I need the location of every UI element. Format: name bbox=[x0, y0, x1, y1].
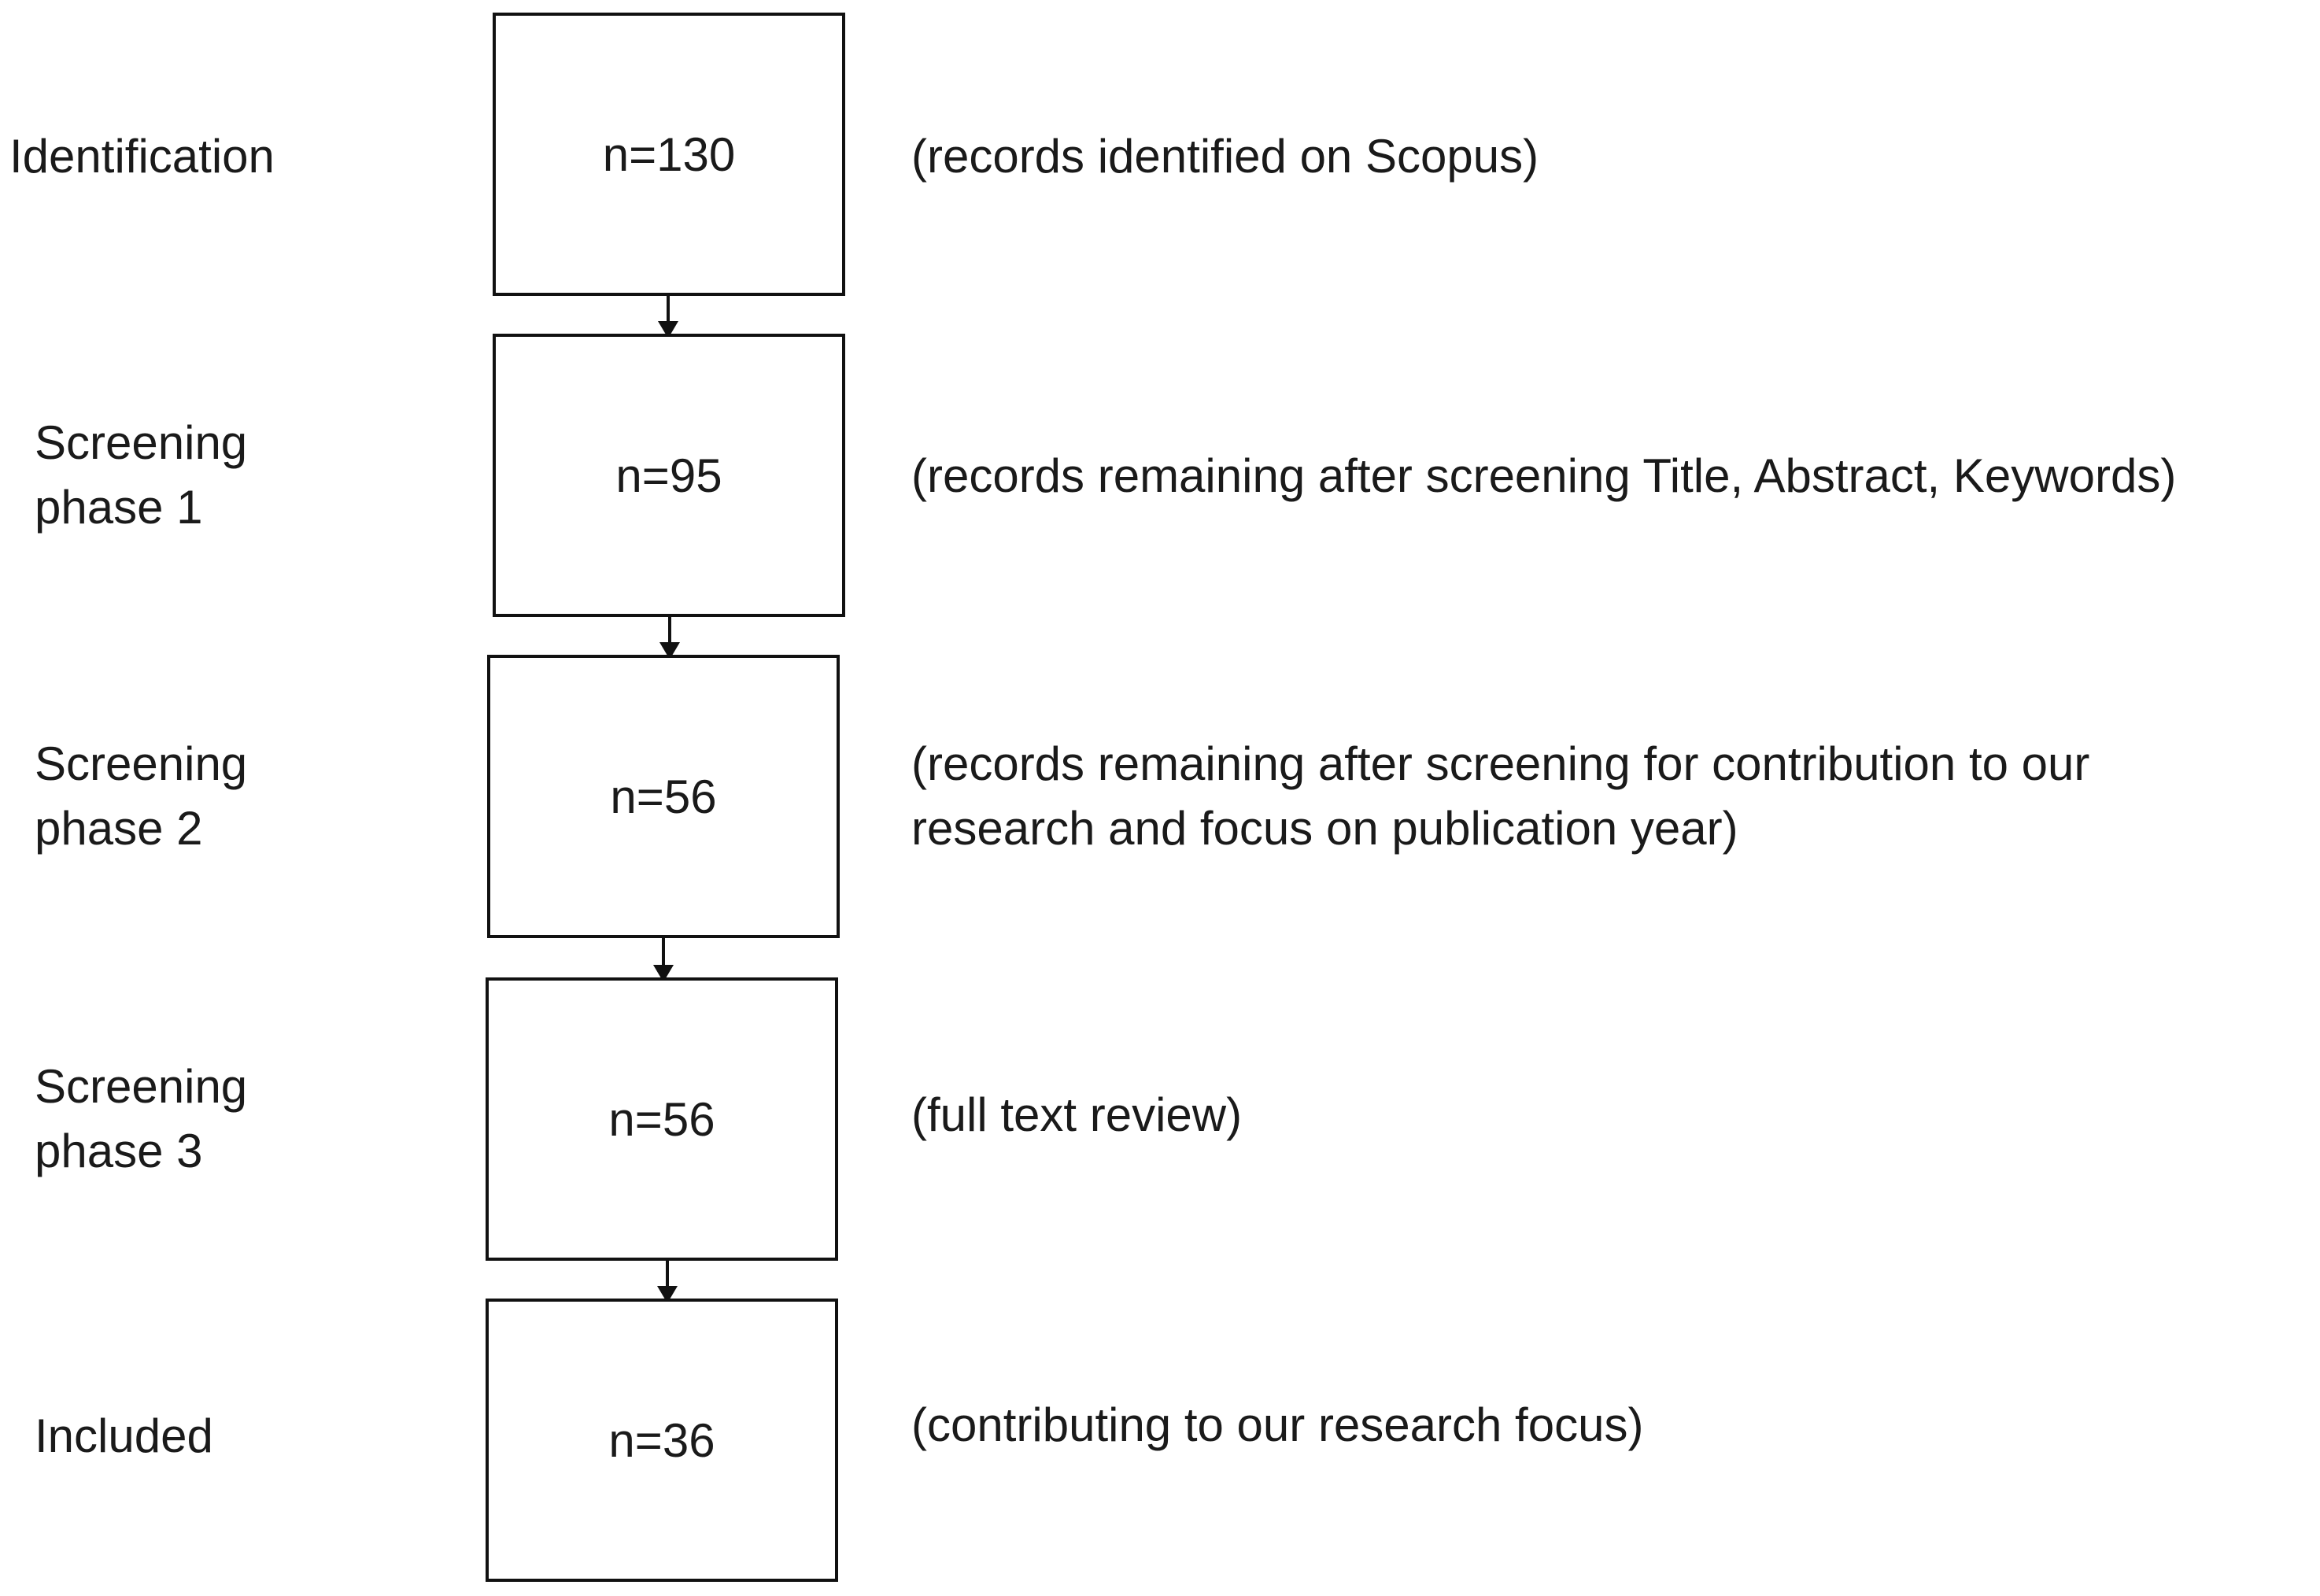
stage-description-identification: (records identified on Scopus) bbox=[911, 124, 1539, 189]
record-count: n=56 bbox=[610, 770, 717, 823]
description-line: (records identified on Scopus) bbox=[911, 130, 1539, 183]
description-line: (full text review) bbox=[911, 1088, 1243, 1141]
description-line: (contributing to our research focus) bbox=[911, 1398, 1644, 1451]
stage-box-screening-phase-3: n=56 bbox=[486, 977, 838, 1261]
record-count: n=130 bbox=[602, 127, 736, 181]
stage-description-screening-phase-3: (full text review) bbox=[911, 1083, 1242, 1147]
record-count: n=36 bbox=[608, 1413, 715, 1467]
record-count: n=56 bbox=[608, 1092, 715, 1146]
stage-box-screening-phase-1: n=95 bbox=[493, 334, 845, 617]
description-line: (records remaining after screening Title… bbox=[911, 449, 2177, 502]
stage-box-identification: n=130 bbox=[493, 13, 845, 296]
stage-label-identification: Identification bbox=[9, 130, 275, 183]
flow-arrow-4 bbox=[657, 1261, 678, 1303]
stage-box-screening-phase-2: n=56 bbox=[487, 655, 840, 938]
flow-arrow-1 bbox=[658, 296, 678, 338]
flow-arrow-2 bbox=[659, 617, 680, 659]
stage-description-screening-phase-2: (records remaining after screening for c… bbox=[911, 732, 2089, 861]
stage-description-screening-phase-1: (records remaining after screening Title… bbox=[911, 444, 2176, 508]
stage-label-screening-phase-2: Screening phase 2 bbox=[35, 737, 248, 855]
stage-label-included: Included bbox=[35, 1409, 213, 1462]
description-line: research and focus on publication year) bbox=[911, 802, 1738, 855]
stage-label-screening-phase-3: Screening phase 3 bbox=[35, 1060, 248, 1177]
description-line: (records remaining after screening for c… bbox=[911, 737, 2090, 790]
flow-arrow-3 bbox=[653, 938, 674, 982]
record-count: n=95 bbox=[615, 449, 722, 502]
stage-label-screening-phase-1: Screening phase 1 bbox=[35, 416, 248, 534]
stage-description-included: (contributing to our research focus) bbox=[911, 1393, 1643, 1457]
stage-box-included: n=36 bbox=[486, 1299, 838, 1582]
